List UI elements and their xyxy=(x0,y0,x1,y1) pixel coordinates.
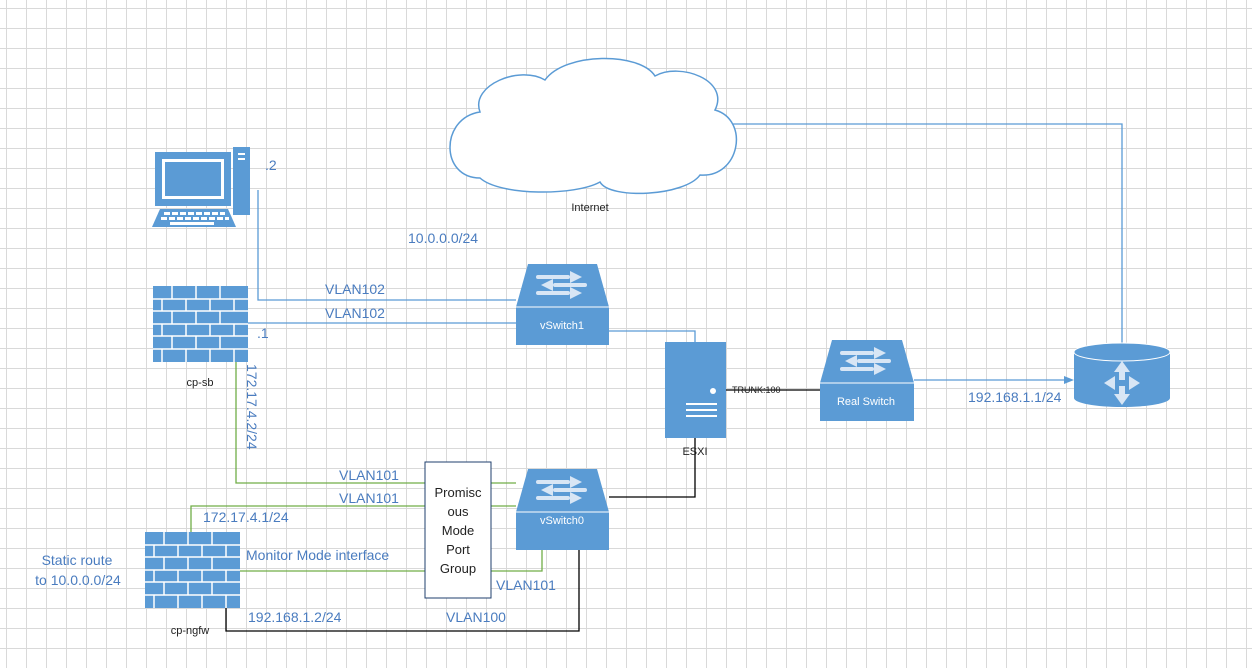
pc-ip-label: .2 xyxy=(265,157,277,173)
static-route-line-2: to 10.0.0.0/24 xyxy=(35,572,121,588)
cpngfw-label: cp-ngfw xyxy=(171,625,210,637)
port-group-line-1: Promisc xyxy=(435,485,482,500)
connection-lines xyxy=(190,123,1123,632)
link-pc-vswitch1 xyxy=(257,190,516,301)
trunk-label: TRUNK:100 xyxy=(732,385,781,395)
port-group-line-5: Group xyxy=(440,561,476,576)
vlan-label-ngfw-vswitch0-bottom: VLAN100 xyxy=(446,609,506,625)
vlan-label-ngfw-vswitch0: VLAN101 xyxy=(339,490,399,506)
cloud-label: Internet xyxy=(571,202,608,214)
real-switch-label: Real Switch xyxy=(837,396,895,408)
static-route-line-1: Static route xyxy=(42,552,113,568)
cloud-icon xyxy=(449,57,738,195)
vlan-label-sb-vswitch0: VLAN101 xyxy=(339,467,399,483)
link-esxi-vswitch0 xyxy=(609,438,696,498)
link-cpngfw-vswitch0-vlan100 xyxy=(225,550,580,632)
vswitch0-label: vSwitch0 xyxy=(540,515,584,527)
server-icon xyxy=(665,342,726,438)
switch-icon xyxy=(516,264,609,345)
vlan-label-monitor-vswitch0: VLAN101 xyxy=(496,577,556,593)
monitor-mode-label: Monitor Mode interface xyxy=(246,547,389,563)
firewall-icon xyxy=(145,532,240,608)
firewall-icon xyxy=(153,286,248,362)
cpsb-ip-label: .1 xyxy=(257,325,269,341)
vlan-label-pc-vswitch1: VLAN102 xyxy=(325,281,385,297)
switch-icon xyxy=(516,469,609,550)
vswitch1-label: vSwitch1 xyxy=(540,320,584,332)
port-group-line-3: Mode xyxy=(442,523,475,538)
vlan-label-sb-vswitch1: VLAN102 xyxy=(325,305,385,321)
router-icon xyxy=(1073,342,1171,407)
cpngfw-ip-bottom: 192.168.1.2/24 xyxy=(248,609,342,625)
desktop-computer-icon xyxy=(152,147,250,227)
link-cpngfw-vswitch0 xyxy=(190,505,516,532)
link-cpsb-vswitch0 xyxy=(235,362,516,484)
subnet-label: 10.0.0.0/24 xyxy=(408,230,478,246)
port-group-box xyxy=(424,461,492,599)
esxi-label: ESXI xyxy=(682,446,707,458)
link-monitor-vswitch0 xyxy=(240,550,543,572)
router-ip-label: 192.168.1.1/24 xyxy=(968,389,1062,405)
port-group-line-4: Port xyxy=(446,542,470,557)
cpsb-label: cp-sb xyxy=(187,377,214,389)
port-group-label: Promisc ous Mode Port Group xyxy=(435,485,482,576)
switch-icon xyxy=(820,340,914,421)
link-vswitch1-esxi xyxy=(609,330,696,342)
arrowhead-router xyxy=(1064,376,1074,384)
cpngfw-ip-top: 172.17.4.1/24 xyxy=(203,509,289,525)
cpsb-vertical-ip: 172.17.4.2/24 xyxy=(244,364,260,450)
link-router-internet xyxy=(732,123,1123,344)
port-group-line-2: ous xyxy=(448,504,469,519)
